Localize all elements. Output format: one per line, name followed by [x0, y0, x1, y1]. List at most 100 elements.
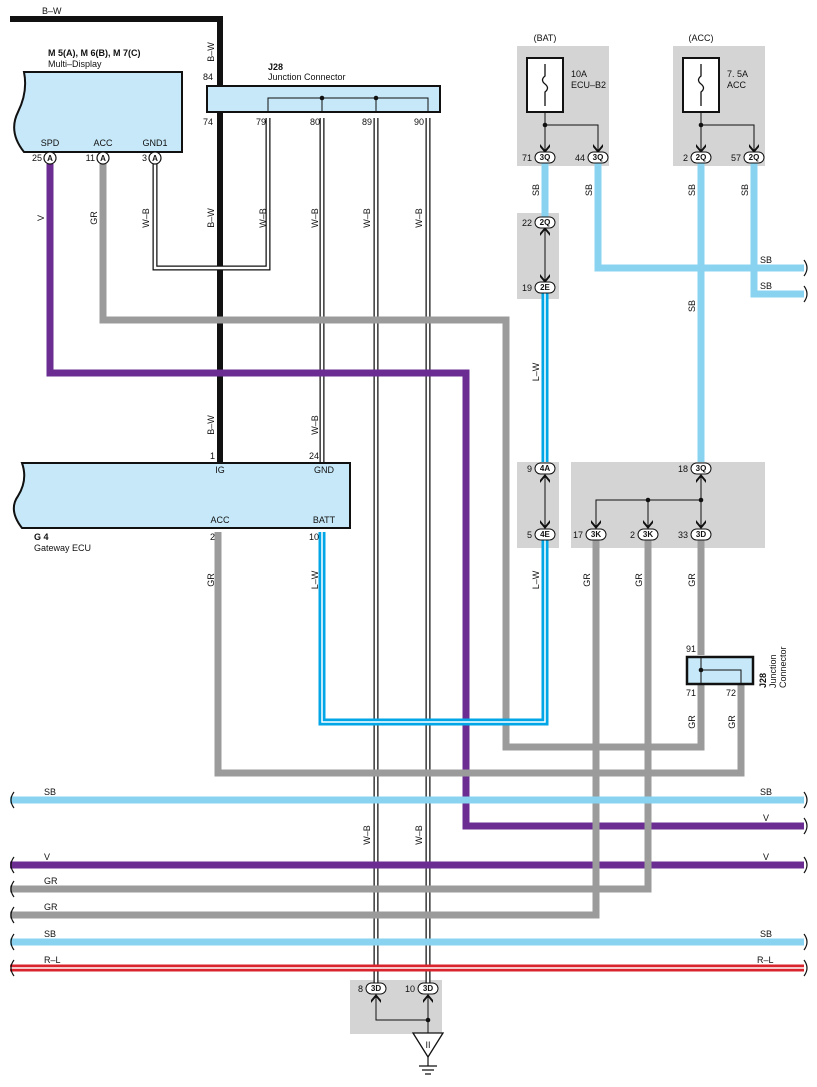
conn-4a-9: 4A — [534, 462, 556, 475]
connector-chevron-icon — [540, 144, 550, 153]
multi-display-ids: M 5(A), M 6(B), M 7(C) — [48, 48, 141, 58]
label-sb-1: SB — [531, 184, 541, 196]
connector-chevron-icon — [749, 144, 759, 153]
label-gr-3: GR — [582, 573, 592, 587]
badges-connectors: 3Q 3Q 2Q 2Q 2Q 2E 4A 4E 3Q 3K 3K 3D 3D 3… — [365, 151, 765, 995]
label-wb-2: W–B — [258, 208, 268, 228]
fuse-bat-name: ECU–B2 — [571, 80, 606, 90]
fuse-acc-name: ACC — [727, 80, 747, 90]
ground-mark: II — [425, 1040, 430, 1050]
wire-label-top: B–W — [42, 6, 62, 16]
label-wb-8: W–B — [414, 825, 424, 845]
label-gr-4: GR — [634, 573, 644, 587]
j28-small-pin-72: 72 — [726, 688, 736, 698]
svg-text:3K: 3K — [591, 530, 601, 539]
label-bw-2: B–W — [206, 208, 216, 228]
svg-text:SB: SB — [760, 255, 772, 265]
connector-pin-numbers: 71 44 2 57 22 19 9 5 18 17 2 33 8 10 — [358, 153, 741, 994]
j28-small-name2: Connector — [778, 646, 788, 688]
label-gr-5: GR — [687, 573, 697, 587]
conn-3q-71: 3Q — [534, 151, 556, 164]
j28-small-name: Junction — [768, 654, 778, 688]
conn-2e-19: 2E — [534, 281, 556, 294]
svg-text:A: A — [152, 154, 158, 163]
svg-text:3D: 3D — [371, 984, 381, 993]
conn-3d-33: 3D — [690, 528, 712, 541]
connector-chevron-icon — [593, 144, 603, 153]
svg-text:SB: SB — [44, 929, 56, 939]
conn-3d-8: 3D — [365, 982, 387, 995]
fuse-bat-rating: 10A — [571, 69, 587, 79]
svg-text:17: 17 — [573, 530, 583, 540]
badges-multi-display: A A A — [43, 151, 162, 165]
svg-text:SB: SB — [760, 281, 772, 291]
wire-break-marks — [10, 259, 808, 977]
j28-junction-connector-top — [206, 85, 441, 113]
svg-text:9: 9 — [527, 464, 532, 474]
svg-text:GR: GR — [44, 876, 58, 886]
wire-sb — [10, 162, 804, 946]
conn-4e-5: 4E — [534, 528, 556, 541]
svg-text:A: A — [100, 154, 106, 163]
label-sb-2: SB — [584, 184, 594, 196]
connector-chevron-icon — [540, 520, 550, 529]
svg-text:2: 2 — [630, 530, 635, 540]
j28-small-pin-91: 91 — [686, 644, 696, 654]
svg-text:3D: 3D — [696, 530, 706, 539]
svg-text:44: 44 — [575, 153, 585, 163]
gw-term-acc: ACC — [210, 515, 230, 525]
conn-3k-2: 3K — [637, 528, 659, 541]
j28-pin-89: 89 — [362, 117, 372, 127]
label-wb-5: W–B — [414, 208, 424, 228]
label-lw-3: L–W — [531, 570, 541, 589]
label-wb-7: W–B — [362, 825, 372, 845]
conn-2q-22: 2Q — [534, 216, 556, 229]
svg-text:3Q: 3Q — [696, 464, 707, 473]
gw-pin-2: 2 — [210, 532, 215, 542]
svg-text:5: 5 — [527, 530, 532, 540]
label-sb-3: SB — [687, 184, 697, 196]
gateway-name: Gateway ECU — [34, 543, 91, 553]
svg-text:33: 33 — [678, 530, 688, 540]
conn-2q-2: 2Q — [690, 151, 712, 164]
label-wb-1: W–B — [141, 208, 151, 228]
svg-text:SB: SB — [760, 929, 772, 939]
svg-text:4A: 4A — [540, 464, 550, 473]
fuse-bat-header: (BAT) — [534, 33, 557, 43]
connector-chevron-icon — [643, 520, 653, 529]
label-wb-3: W–B — [310, 208, 320, 228]
multi-display-name: Multi–Display — [48, 59, 102, 69]
svg-text:GR: GR — [44, 902, 58, 912]
label-bw-3: B–W — [206, 415, 216, 435]
pin-11: 11 — [86, 153, 95, 163]
svg-text:71: 71 — [522, 153, 532, 163]
fuse-acc-header: (ACC) — [689, 33, 714, 43]
label-gr-7: GR — [727, 715, 737, 729]
svg-text:SB: SB — [760, 787, 772, 797]
wire-gr — [10, 164, 745, 919]
fuse-acc-rating: 7. 5A — [727, 69, 748, 79]
svg-text:3K: 3K — [643, 530, 653, 539]
svg-text:2Q: 2Q — [696, 153, 707, 162]
j28-top-id: J28 — [268, 62, 283, 72]
j28-small-id: J28 — [758, 673, 768, 688]
conn-3q-18: 3Q — [690, 462, 712, 475]
label-wb-6: W–B — [310, 415, 320, 435]
fuse-acc — [682, 57, 755, 152]
svg-text:3D: 3D — [423, 984, 433, 993]
svg-text:3Q: 3Q — [540, 153, 551, 162]
svg-text:3Q: 3Q — [593, 153, 604, 162]
j28-pin-74: 74 — [203, 117, 213, 127]
label-gr-2: GR — [206, 573, 216, 587]
conn-3k-17: 3K — [585, 528, 607, 541]
label-gr-6: GR — [687, 715, 697, 729]
horizontal-wire-labels: SB SB SB SB V V V GR GR SB SB R–L R–L — [44, 255, 774, 965]
svg-text:V: V — [763, 852, 769, 862]
svg-text:57: 57 — [731, 153, 741, 163]
term-acc: ACC — [93, 138, 113, 148]
svg-text:2E: 2E — [540, 283, 550, 292]
j28-pin-79: 79 — [256, 117, 266, 127]
connector-chevrons — [371, 144, 759, 1003]
connector-chevron-icon — [540, 474, 550, 483]
